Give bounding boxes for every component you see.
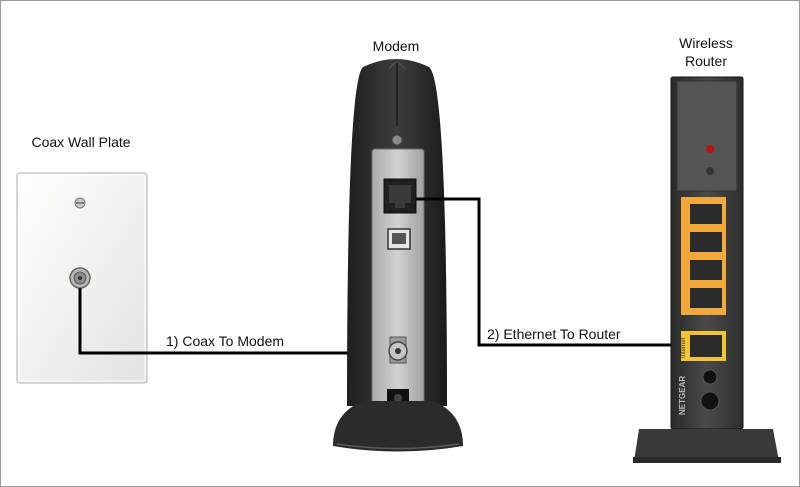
router-device: Internet NETGEAR <box>633 76 781 463</box>
modem-label: Modem <box>372 38 420 54</box>
ethernet-connection-label: 2) Ethernet To Router <box>487 326 621 342</box>
coax-connection-label: 1) Coax To Modem <box>166 333 285 349</box>
router-brand-logo: NETGEAR <box>678 376 687 415</box>
router-internet-port-icon: Internet <box>681 331 726 361</box>
coax-wall-plate <box>16 172 148 384</box>
wall-plate-label: Coax Wall Plate <box>31 134 131 150</box>
modem-device <box>333 59 463 452</box>
modem-ethernet-port-icon <box>383 178 417 214</box>
modem-screw-icon <box>391 134 403 146</box>
coax-port-icon <box>69 267 91 289</box>
router-label: Wireless Router <box>661 34 751 70</box>
router-led-icon <box>706 145 714 175</box>
router-lan-ports-icon <box>681 197 726 315</box>
router-label-line1: Wireless <box>679 35 733 51</box>
modem-usb-port-icon <box>387 228 411 250</box>
modem-coax-port-icon <box>388 336 408 364</box>
plate-screw-icon <box>74 197 86 209</box>
router-power-button-icon <box>700 369 720 411</box>
router-label-line2: Router <box>684 53 728 69</box>
ethernet-cable <box>416 197 684 347</box>
router-internet-port-label: Internet <box>681 337 687 358</box>
